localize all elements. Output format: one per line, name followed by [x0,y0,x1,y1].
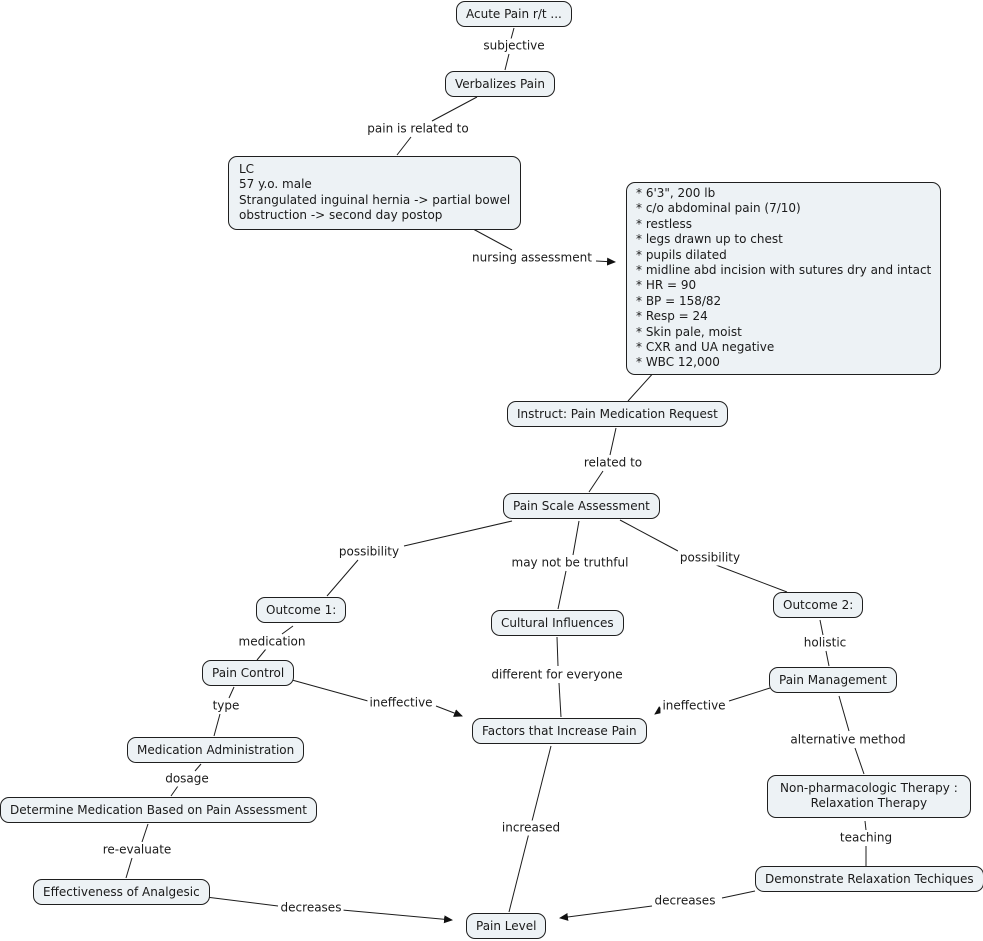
assessment-finding-line: * midline abd incision with sutures dry … [636,263,932,278]
connector-line [194,763,202,772]
connector-line [619,519,679,552]
assessment-finding-line: * 6'3", 200 lb [636,186,716,200]
connector-line [715,564,788,593]
link-label-decreases-right[interactable]: decreases [652,893,718,909]
connector-line [205,896,279,907]
connector-line [728,687,771,702]
concept-factors-that-increase-pain[interactable]: Factors that Increase Pain [472,718,647,744]
connector-line [556,636,559,667]
connector-arrow [435,705,463,717]
link-label-increased[interactable]: increased [499,820,563,836]
connector-line [403,520,513,547]
assessment-finding-line: * Skin pale, moist [636,324,742,339]
link-label-related-to[interactable]: related to [581,455,645,471]
assessment-finding-line: * c/o abdominal pain (7/10) [636,201,801,216]
concept-outcome-1[interactable]: Outcome 1: [256,597,347,623]
assessment-finding-line: * CXR and UA negative [636,340,775,355]
link-label-possibility-right[interactable]: possibility [677,550,743,566]
link-label-alternative-method[interactable]: alternative method [788,732,908,748]
concept-patient-history[interactable]: LC 57 y.o. male Strangulated inguinal he… [228,156,522,230]
connector-arrow [341,909,453,924]
concept-effectiveness-of-analgesic[interactable]: Effectiveness of Analgesic [33,879,210,905]
connector-line [510,27,515,40]
concept-pain-management[interactable]: Pain Management [769,667,897,693]
assessment-finding-line: * Resp = 24 [636,309,708,324]
connector-line [326,559,359,597]
concept-pain-scale-assessment[interactable]: Pain Scale Assessment [503,493,660,519]
concept-demonstrate-relaxation-techniques[interactable]: Demonstrate Relaxation Techiques [755,866,983,892]
connector-line [281,625,294,635]
link-label-decreases-left[interactable]: decreases [278,900,344,916]
connector-line [256,648,267,661]
connector-line [609,427,617,456]
connector-line [838,695,850,732]
link-label-may-not-be-truthful[interactable]: may not be truthful [509,555,631,571]
link-label-different-for-everyone[interactable]: different for everyone [489,667,625,683]
link-label-dosage[interactable]: dosage [163,771,211,787]
connector-line [396,136,412,156]
connector-line [213,713,221,737]
connector-line [557,570,567,610]
concept-instruct-pain-medication-request[interactable]: Instruct: Pain Medication Request [507,401,728,427]
connector-line [291,679,369,702]
link-label-teaching[interactable]: teaching [837,830,895,846]
concept-verbalizes-pain[interactable]: Verbalizes Pain [445,71,555,97]
concept-medication-administration[interactable]: Medication Administration [127,737,305,763]
concept-acute-pain[interactable]: Acute Pain r/t ... [456,1,572,27]
connector-line [228,686,235,699]
connector-line [504,53,510,71]
connector-line [819,619,824,636]
connector-line [431,96,478,122]
connector-line [825,650,830,667]
link-label-ineffective-left[interactable]: ineffective [367,695,435,711]
assessment-finding-line: * pupils dilated [636,247,727,262]
concept-non-pharmacologic-therapy[interactable]: Non-pharmacologic Therapy : Relaxation T… [767,775,971,818]
concept-cultural-influences[interactable]: Cultural Influences [491,610,624,636]
connector-line [558,682,562,718]
assessment-finding-line: * BP = 158/82 [636,293,722,308]
assessment-finding-line: * WBC 12,000 [636,355,720,370]
assessment-finding-line: * restless [636,216,693,231]
concept-pain-level[interactable]: Pain Level [466,913,547,939]
link-label-holistic[interactable]: holistic [801,635,849,651]
link-label-re-evaluate[interactable]: re-evaluate [100,842,174,858]
link-label-pain-is-related-to[interactable]: pain is related to [365,121,471,137]
assessment-finding-line: * HR = 90 [636,278,697,293]
link-label-nursing-assessment[interactable]: nursing assessment [470,250,594,266]
concept-determine-medication[interactable]: Determine Medication Based on Pain Asses… [0,797,317,823]
connector-line [627,369,657,402]
connector-line [854,747,865,775]
connector-line [588,470,604,493]
link-label-possibility-left[interactable]: possibility [336,544,402,560]
connector-line [125,857,133,879]
connector-line [572,520,580,556]
connector-arrow [595,257,616,266]
concept-assessment-findings[interactable]: * 6'3", 200 lb* c/o abdominal pain (7/10… [626,182,942,375]
connector-line [141,823,149,843]
connector-arrow [559,905,653,921]
link-label-ineffective-right[interactable]: ineffective [660,698,728,714]
concept-pain-control[interactable]: Pain Control [202,660,295,686]
connector-line [170,785,179,797]
connector-line [721,890,756,899]
link-label-medication[interactable]: medication [236,634,308,650]
assessment-finding-line: * legs drawn up to chest [636,232,783,247]
link-label-type[interactable]: type [210,698,242,714]
concept-outcome-2[interactable]: Outcome 2: [773,592,864,618]
connector-line [864,820,867,831]
link-label-subjective[interactable]: subjective [481,38,547,54]
